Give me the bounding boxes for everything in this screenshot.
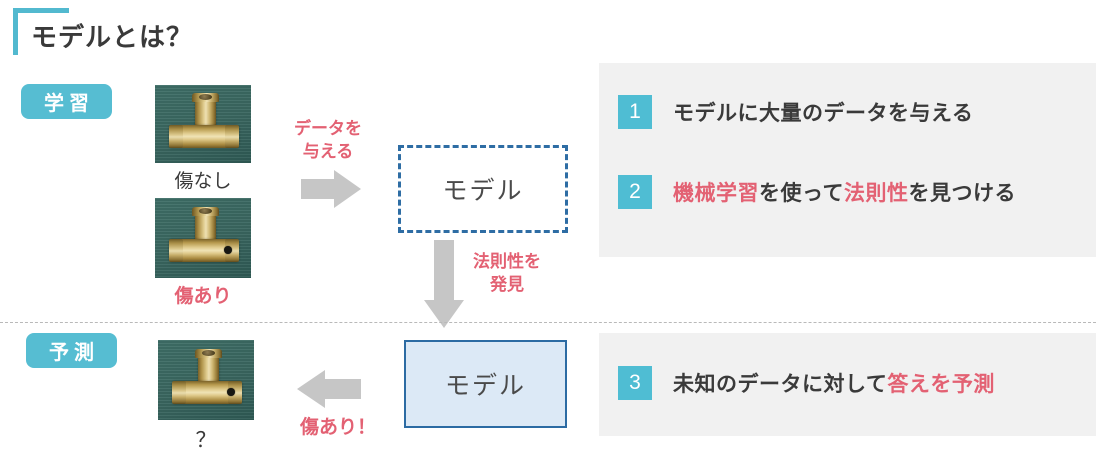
arrow-shaft — [301, 179, 337, 199]
step-text-1-part-0: モデルに大量のデータを与える — [673, 102, 974, 125]
defect-marker — [227, 388, 235, 396]
section-badge-training: 学習 — [21, 84, 112, 119]
arrow-label-feed-data-line2: 与える — [302, 141, 354, 161]
arrow-head — [334, 170, 361, 208]
step-row-1: 1 モデルに大量のデータを与える — [618, 95, 973, 129]
sample-photo-defect — [155, 198, 251, 278]
sample-photo-unknown — [158, 340, 254, 420]
brass-collar-left — [169, 239, 183, 262]
section-badge-prediction: 予測 — [26, 333, 117, 368]
brass-run — [172, 381, 242, 404]
title-accent-bar-top — [13, 8, 69, 13]
sample-caption-no-defect: 傷なし — [174, 171, 232, 192]
brass-collar-right — [225, 239, 239, 262]
sample-caption-unknown: ？ — [195, 429, 217, 452]
arrow-label-prediction: 傷あり！ — [299, 417, 376, 438]
step-text-2-part-2: 法則性 — [843, 182, 909, 205]
arrow-shaft — [434, 240, 454, 303]
step-number-badge-1: 1 — [618, 95, 652, 129]
arrow-label-feed-data: データを 与える — [286, 118, 370, 164]
brass-run — [169, 125, 239, 148]
brass-stem — [195, 210, 216, 242]
brass-stem-bore — [202, 350, 215, 356]
arrow-head — [424, 300, 464, 328]
step-number-badge-3: 3 — [618, 366, 652, 400]
brass-collar-right — [228, 381, 242, 404]
model-box-prediction-label: モデル — [444, 372, 526, 400]
step-text-3-part-0: 未知のデータに対して — [673, 373, 888, 396]
brass-stem-bore — [199, 208, 212, 214]
brass-stem — [198, 352, 219, 384]
step-panel-training — [599, 63, 1096, 257]
arrow-label-find-rule-line1: 法則性を — [473, 252, 541, 271]
arrow-shaft — [324, 379, 361, 399]
brass-collar-left — [169, 125, 183, 148]
brass-collar-left — [172, 381, 186, 404]
sample-caption-defect: 傷あり — [174, 286, 232, 307]
model-box-prediction: モデル — [404, 340, 567, 428]
step-text-3-part-1: 答えを予測 — [887, 373, 995, 396]
brass-stem-bore — [199, 94, 212, 100]
arrow-head — [297, 370, 325, 408]
step-text-3: 未知のデータに対して答えを予測 — [673, 368, 995, 398]
sample-photo-no-defect — [155, 85, 251, 163]
step-row-3: 3 未知のデータに対して答えを予測 — [618, 366, 995, 400]
step-text-2-part-1: を使って — [759, 182, 844, 205]
arrow-label-find-rule: 法則性を 発見 — [463, 251, 551, 297]
model-box-training: モデル — [398, 145, 568, 233]
defect-marker — [224, 246, 232, 254]
brass-stem — [195, 96, 216, 128]
arrow-left-prediction — [297, 370, 361, 408]
model-box-training-label: モデル — [442, 177, 524, 205]
title-accent-bar-left — [13, 8, 18, 55]
arrow-right-feed-data — [301, 170, 361, 208]
arrow-label-feed-data-line1: データを — [294, 119, 362, 138]
step-number-badge-2: 2 — [618, 175, 652, 209]
step-text-1: モデルに大量のデータを与える — [673, 97, 973, 127]
arrow-down-find-rule — [424, 240, 464, 328]
step-text-2-part-3: を見つける — [908, 182, 1016, 205]
brass-collar-right — [225, 125, 239, 148]
step-panel-prediction — [599, 333, 1096, 436]
page-title: モデルとは？ — [31, 22, 194, 52]
arrow-label-find-rule-line2: 発見 — [490, 274, 524, 294]
step-row-2: 2 機械学習を使って法則性を見つける — [618, 175, 1016, 209]
brass-run — [169, 239, 239, 262]
section-divider — [0, 322, 1096, 323]
step-text-2: 機械学習を使って法則性を見つける — [673, 177, 1016, 207]
step-text-2-part-0: 機械学習 — [673, 182, 759, 205]
